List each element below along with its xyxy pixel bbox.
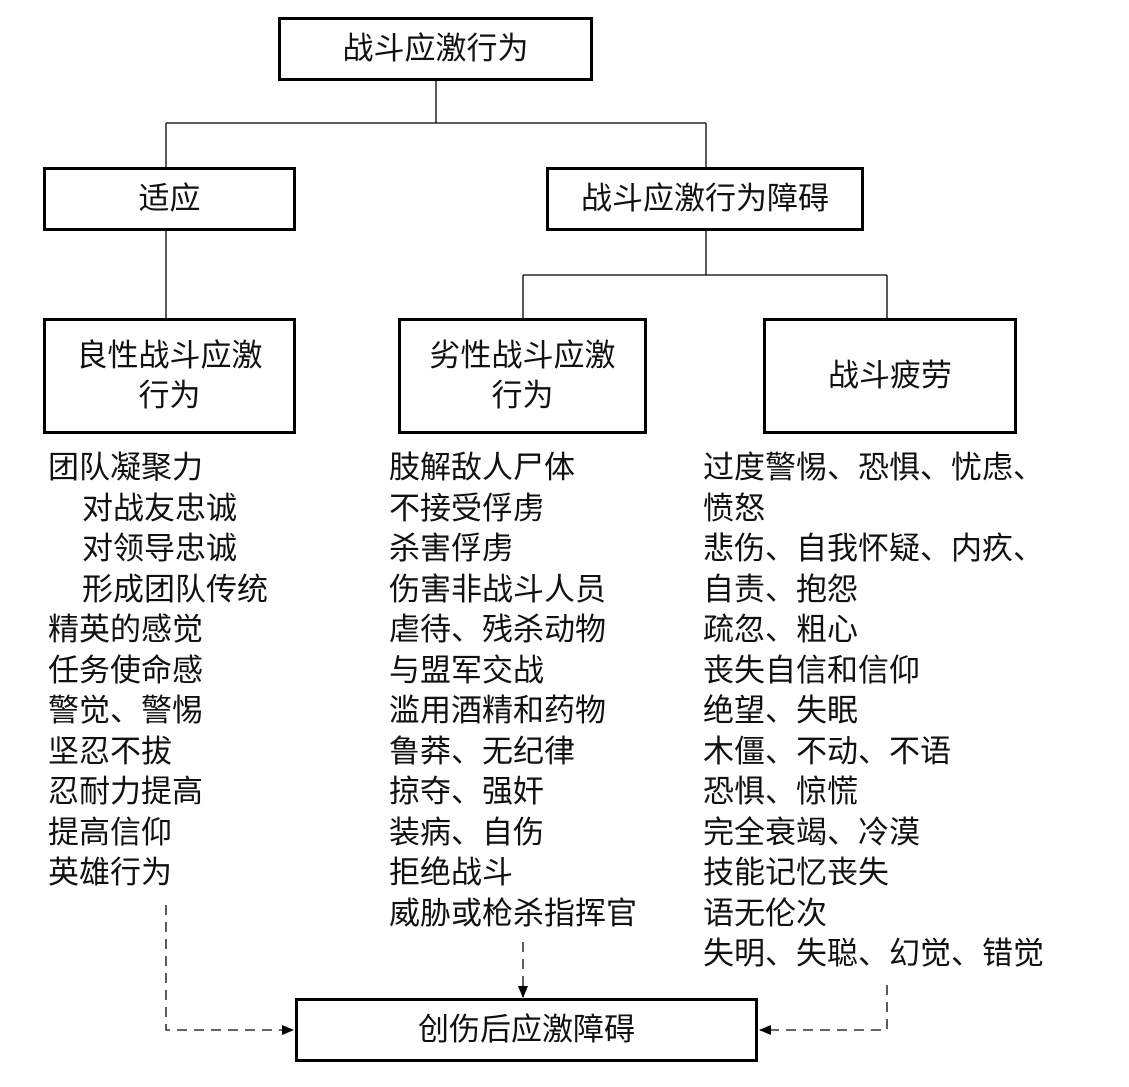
list-item: 威胁或枪杀指挥官 (389, 895, 637, 932)
list-item: 丧失自信和信仰 (703, 652, 920, 689)
list-item: 技能记忆丧失 (703, 855, 889, 891)
dashed-arrow-fatigue-to-ptsd (759, 985, 888, 1035)
node-malignant-combat-stress: 劣性战斗应激 行为 (398, 318, 647, 434)
list-item: 悲伤、自我怀疑、内疚、 (703, 531, 1044, 567)
list-item: 精英的感觉 (48, 612, 203, 648)
dashed-arrow-benign-to-ptsd (165, 905, 294, 1035)
list-item: 形成团队传统 (82, 571, 268, 608)
list-item: 掠夺、强奸 (389, 774, 544, 810)
list-item: 不接受俘虏 (389, 490, 544, 527)
list-item: 完全衰竭、冷漠 (703, 814, 920, 851)
list-item: 疏忽、粗心 (703, 612, 858, 648)
node-ptsd: 创伤后应激障碍 (295, 998, 758, 1062)
list-item: 英雄行为 (48, 855, 172, 891)
node-combat-fatigue: 战斗疲劳 (763, 318, 1017, 434)
list-item: 装病、自伤 (389, 814, 544, 851)
list-item: 忍耐力提高 (48, 774, 203, 810)
list-item: 拒绝战斗 (389, 855, 513, 891)
list-item: 任务使命感 (48, 652, 203, 689)
list-item: 失明、失聪、幻觉、错觉 (703, 936, 1044, 972)
list-item: 语无伦次 (703, 895, 827, 932)
malignant-behavior-list: 肢解敌人尸体不接受俘虏杀害俘虏伤害非战斗人员虐待、残杀动物与盟军交战滥用酒精和药… (389, 448, 637, 934)
list-item: 恐惧、惊慌 (703, 774, 858, 810)
list-item: 过度警惕、恐惧、忧虑、 (703, 450, 1044, 486)
list-item: 虐待、残杀动物 (389, 612, 606, 648)
node-combat-stress-disorder: 战斗应激行为障碍 (546, 167, 864, 231)
list-item: 伤害非战斗人员 (389, 571, 606, 608)
list-item: 与盟军交战 (389, 652, 544, 689)
list-item: 坚忍不拔 (48, 733, 172, 770)
list-item: 警觉、警惕 (48, 693, 203, 729)
list-item: 肢解敌人尸体 (389, 450, 575, 486)
node-benign-combat-stress: 良性战斗应激 行为 (43, 318, 296, 434)
list-item: 杀害俘虏 (389, 531, 513, 567)
list-item: 木僵、不动、不语 (703, 733, 951, 770)
root-node: 战斗应激行为 (278, 17, 593, 81)
benign-behavior-list: 团队凝聚力对战友忠诚对领导忠诚形成团队传统精英的感觉任务使命感警觉、警惕坚忍不拔… (48, 448, 268, 894)
node-adaptation: 适应 (43, 167, 296, 231)
list-item: 提高信仰 (48, 814, 172, 851)
list-item: 自责、抱怨 (703, 571, 858, 608)
list-item: 滥用酒精和药物 (389, 693, 606, 729)
list-item: 对战友忠诚 (82, 490, 237, 527)
list-item: 愤怒 (703, 490, 765, 527)
list-item: 鲁莽、无纪律 (389, 733, 575, 770)
list-item: 团队凝聚力 (48, 450, 203, 486)
list-item: 绝望、失眠 (703, 693, 858, 729)
fatigue-symptom-list: 过度警惕、恐惧、忧虑、愤怒悲伤、自我怀疑、内疚、自责、抱怨疏忽、粗心丧失自信和信… (703, 448, 1044, 975)
list-item: 对领导忠诚 (82, 531, 237, 567)
